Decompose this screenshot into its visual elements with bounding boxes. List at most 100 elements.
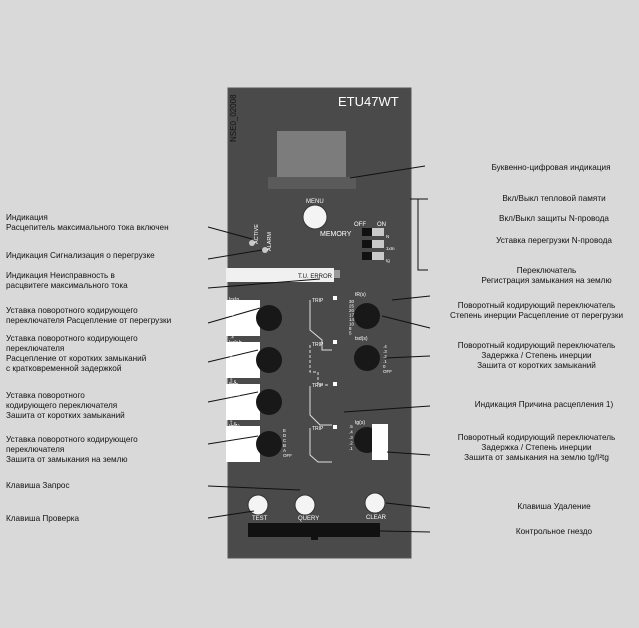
- ii-header: Ii×In: [229, 382, 239, 388]
- tr-dial[interactable]: [354, 303, 380, 329]
- label-test-socket: Контрольное гнездо: [515, 527, 593, 536]
- tsd-value-4: 0: [383, 364, 386, 369]
- isd-value-6: 3: [230, 371, 233, 376]
- tr-value-6: 8: [349, 326, 352, 331]
- ir-value-5: .5: [230, 326, 234, 331]
- label-instant-setting: Уставка поворотного кодирующего переключ…: [6, 391, 125, 420]
- tg-value-3: .2: [349, 441, 353, 446]
- label-n-overload: Уставка перегрузки N-провода: [496, 236, 612, 245]
- tsd-value-5: OFF: [383, 369, 392, 374]
- isd-value-0: 12: [230, 346, 236, 351]
- isd-header: Isd×Ir: [229, 340, 242, 346]
- on-label: ON: [377, 222, 386, 228]
- n-label-2: Ig: [386, 258, 390, 263]
- ig-value-1: D: [283, 433, 287, 438]
- ig-value-0: E: [283, 428, 286, 433]
- tr-value-5: 10: [349, 322, 355, 327]
- tsd-value-3: .1: [383, 359, 387, 364]
- label-ground-dial: Поворотный кодирующий переключатель Заде…: [457, 433, 616, 462]
- tr-value-2: 20: [349, 308, 355, 313]
- tsd-value-0: .4: [383, 344, 387, 349]
- tg-value-1: .4: [349, 430, 353, 435]
- ir-value-0: 1.0: [230, 303, 237, 308]
- model-label: ETU47WT: [338, 94, 399, 109]
- memory-switch[interactable]: [362, 228, 372, 236]
- trip-label-3: TRIP: [312, 383, 324, 389]
- test-socket[interactable]: [248, 523, 380, 537]
- active-label: ACTIVE: [254, 224, 260, 244]
- error-led: [334, 270, 340, 278]
- tsd-header: tsd(s): [355, 336, 368, 342]
- isd-dial[interactable]: [256, 347, 282, 373]
- tsd-value-2: .2: [383, 354, 387, 359]
- label-ground-setting: Уставка поворотного кодирующего переключ…: [6, 435, 138, 464]
- isd-value-5: 4: [230, 367, 233, 372]
- ii-value-4: 8: [230, 405, 233, 410]
- tr-value-4: 14: [349, 317, 355, 322]
- n-label-1: 1xIn: [386, 246, 395, 251]
- label-n-protection: Вкл/Выкл защиты N-провода: [499, 214, 609, 223]
- n-protection-switch[interactable]: [362, 240, 372, 248]
- query-label: QUERY: [298, 516, 319, 522]
- label-overload-dial: Поворотный кодирующий переключатель Степ…: [449, 301, 624, 320]
- ii-value-2: 12: [230, 396, 236, 401]
- label-ground-switch: Переключатель Регистрация замыкания на з…: [481, 266, 612, 285]
- ir-dial[interactable]: [256, 305, 282, 331]
- ii-value-8: 1.5: [230, 422, 237, 427]
- tsd-dial[interactable]: [354, 345, 380, 371]
- tg-value-4: .1: [349, 446, 353, 451]
- label-query-key: Клавиша Запрос: [6, 481, 70, 490]
- ir-value-2: .8: [230, 312, 234, 317]
- ir-value-1: .9: [230, 308, 234, 313]
- label-short-circuit-dial: Поворотный кодирующий переключатель Заде…: [457, 341, 616, 370]
- code-label: NSE0_02008: [229, 94, 238, 142]
- test-button[interactable]: [247, 494, 269, 516]
- tg-header: tg(s): [355, 420, 365, 426]
- display-window: [277, 131, 346, 177]
- ig-dial[interactable]: [256, 431, 282, 457]
- menu-button[interactable]: [302, 204, 328, 230]
- label-error-indicator: Индикация Неисправность в расцвитеге мак…: [6, 271, 128, 290]
- clear-label: CLEAR: [366, 515, 387, 521]
- isd-value-8: 2.5: [230, 380, 237, 385]
- isd-value-1: 10: [230, 350, 236, 355]
- ig-value-5: OFF: [283, 453, 292, 458]
- tr-value-3: 17: [349, 313, 355, 318]
- label-thermal-memory: Вкл/Выкл тепловой памяти: [502, 194, 606, 203]
- test-label: TEST: [252, 516, 268, 522]
- clear-button[interactable]: [364, 492, 386, 514]
- n-label-0: N: [386, 234, 389, 239]
- tr-header: tR(s): [355, 292, 366, 298]
- active-led: [249, 240, 255, 246]
- display-bezel: [268, 177, 356, 189]
- ir-value-3: .7: [230, 317, 234, 322]
- isd-value-9: 1.25: [230, 384, 239, 389]
- tg-value-0: .5: [349, 424, 353, 429]
- isd-value-4: 5: [230, 363, 233, 368]
- trip-label-4: TRIP: [312, 426, 324, 432]
- ii-value-0: OFF: [230, 388, 239, 393]
- label-alphanumeric-display: Буквенно-цифровая индикация: [491, 163, 611, 172]
- ii-value-1: MAX: [230, 392, 240, 397]
- trip-label-1: TRIP: [312, 298, 324, 304]
- ig-header: Ig(A): [229, 424, 240, 430]
- label-clear-key: Клавиша Удаление: [517, 502, 591, 511]
- memory-label: MEMORY: [320, 231, 352, 238]
- ig-value-3: B: [283, 443, 286, 448]
- label-test-key: Клавиша Проверка: [6, 514, 80, 523]
- ir-value-6: .45: [230, 330, 237, 335]
- query-button[interactable]: [294, 494, 316, 516]
- tg-value-2: .3: [349, 435, 353, 440]
- label-trip-indicator: Индикация Причина расцепления 1): [474, 400, 614, 409]
- off-label: OFF: [354, 222, 366, 228]
- ii-dial[interactable]: [256, 389, 282, 415]
- error-strip: [226, 268, 334, 282]
- n-overload-switch[interactable]: [362, 252, 372, 260]
- ii-value-9: 3: [230, 426, 233, 431]
- ig-value-4: A: [283, 448, 286, 453]
- ii-value-7: 2: [230, 417, 233, 422]
- ii-value-3: 10: [230, 401, 236, 406]
- label-alarm-indicator: Индикация Сигнализация о перегрузке: [6, 251, 155, 260]
- tr-value-7: 5: [349, 331, 352, 336]
